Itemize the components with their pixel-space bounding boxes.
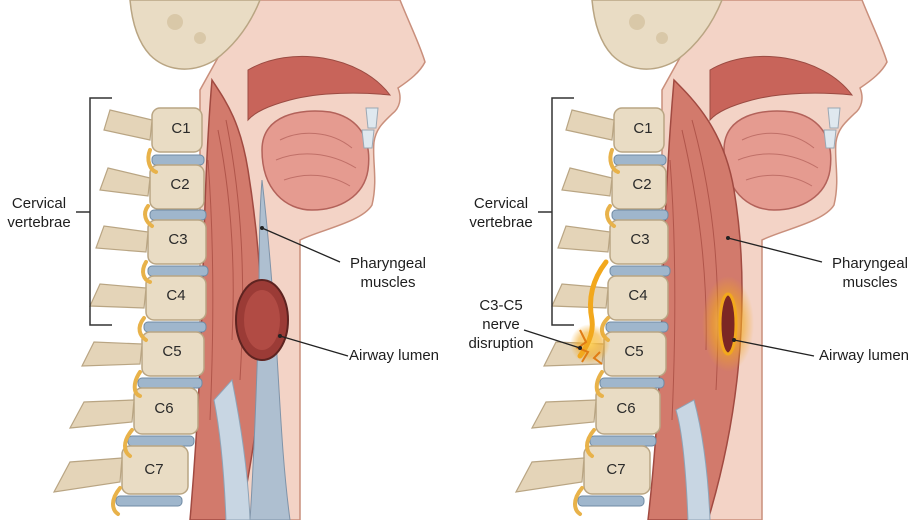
vertebra-label-c4: C4 bbox=[628, 287, 648, 304]
pharyngeal-muscles-label: Pharyngeal muscles bbox=[820, 254, 920, 292]
cervical-vertebrae-label: Cervical vertebrae bbox=[468, 194, 534, 232]
vertebra-label-c6: C6 bbox=[616, 400, 636, 417]
pharyngeal-label-line1: Pharyngeal bbox=[832, 255, 908, 272]
vertebra-label-c7: C7 bbox=[606, 461, 626, 478]
vertebra-label-c5: C5 bbox=[162, 343, 182, 360]
vertebra-label-c1: C1 bbox=[171, 120, 191, 137]
panel-normal: C1 C2 C3 C4 C5 C6 C7 Cervical vertebrae … bbox=[6, 0, 440, 520]
cervical-label-line2: vertebrae bbox=[7, 214, 71, 231]
vertebra-label-c2: C2 bbox=[170, 176, 190, 193]
cervical-label-line1: Cervical bbox=[473, 195, 529, 212]
vertebra-label-c3: C3 bbox=[630, 231, 650, 248]
airway-lumen-label: Airway lumen bbox=[348, 347, 440, 364]
anatomy-illustration-normal bbox=[52, 0, 426, 520]
cervical-label-line1: Cervical bbox=[11, 195, 67, 212]
vertebra-label-c2: C2 bbox=[632, 176, 652, 193]
pharyngeal-muscles-label: Pharyngeal muscles bbox=[336, 254, 440, 292]
vertebra-label-c3: C3 bbox=[168, 231, 188, 248]
nerve-label-line3: disruption bbox=[468, 335, 534, 352]
nerve-label-line2: nerve bbox=[482, 316, 520, 333]
vertebral-column-disrupted bbox=[577, 107, 671, 507]
nerve-disruption-highlight bbox=[570, 259, 610, 365]
vertebra-label-c5: C5 bbox=[624, 343, 644, 360]
cervical-vertebrae-label: Cervical vertebrae bbox=[6, 194, 72, 232]
vertebral-column-normal bbox=[115, 107, 209, 507]
airway-lumen-label: Airway lumen bbox=[818, 347, 910, 364]
cervical-label-line2: vertebrae bbox=[469, 214, 533, 231]
panel-disrupted: C1 C2 C3 C4 C5 C6 C7 Cervical vertebrae … bbox=[462, 0, 924, 520]
pharyngeal-label-line1: Pharyngeal bbox=[350, 255, 426, 272]
nerve-disruption-label: C3-C5 nerve disruption bbox=[464, 296, 538, 353]
anatomy-illustration-disrupted bbox=[514, 0, 888, 520]
vertebra-label-c4: C4 bbox=[166, 287, 186, 304]
vertebra-label-c1: C1 bbox=[633, 120, 653, 137]
vertebra-label-c7: C7 bbox=[144, 461, 164, 478]
vertebra-label-c6: C6 bbox=[154, 400, 174, 417]
nerve-label-line1: C3-C5 bbox=[479, 297, 523, 314]
pharyngeal-label-line2: muscles bbox=[360, 274, 416, 291]
pharyngeal-label-line2: muscles bbox=[842, 274, 898, 291]
